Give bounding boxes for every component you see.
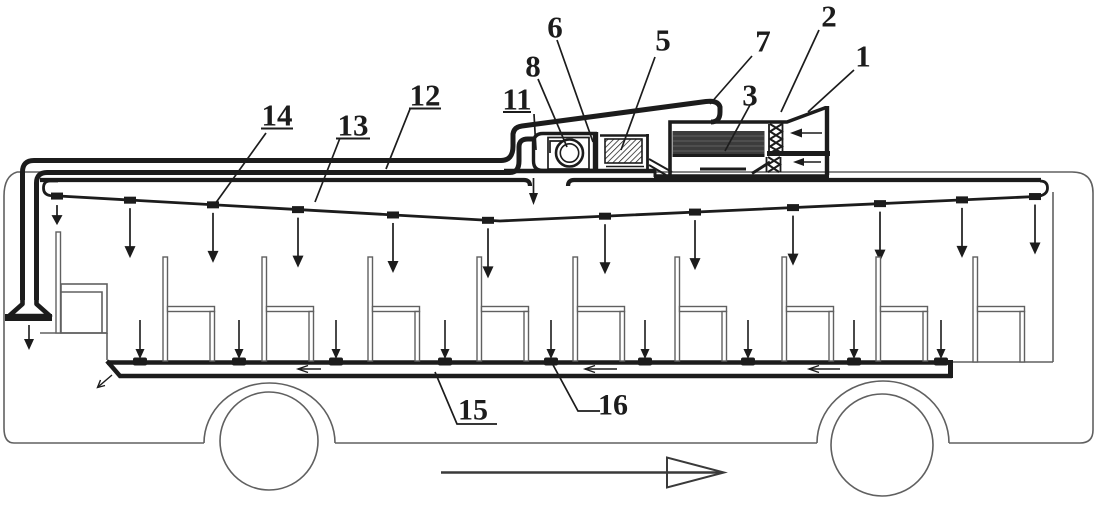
svg-text:8: 8 [525,49,541,84]
svg-text:2: 2 [821,0,837,34]
svg-text:3: 3 [742,78,758,113]
svg-text:6: 6 [547,10,563,45]
svg-text:11: 11 [502,82,531,117]
svg-text:1: 1 [855,39,871,74]
svg-text:5: 5 [655,23,671,58]
svg-text:16: 16 [598,389,628,422]
svg-text:13: 13 [338,108,369,143]
svg-text:12: 12 [410,78,441,113]
svg-text:15: 15 [458,394,488,427]
svg-text:14: 14 [262,98,293,133]
svg-text:7: 7 [755,24,771,59]
